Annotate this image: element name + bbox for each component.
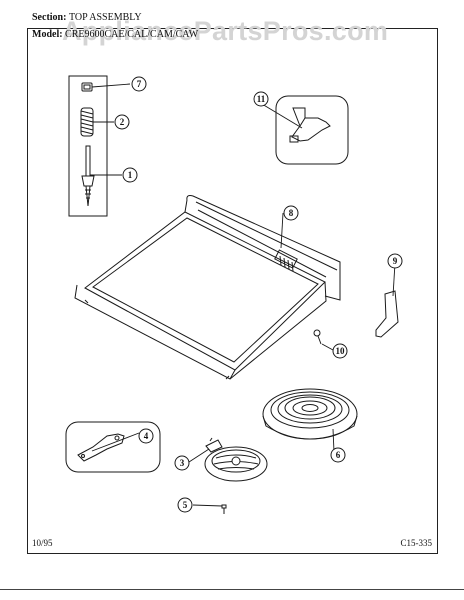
callout-11-label: 11 — [257, 94, 266, 104]
callout-4 — [138, 428, 154, 444]
callout-7 — [131, 76, 147, 92]
callout-5 — [177, 497, 193, 513]
spring-part — [80, 107, 94, 137]
small-element-part — [204, 437, 268, 482]
leader-lines — [90, 83, 396, 507]
callout-1-label: 1 — [128, 170, 133, 180]
callout-10 — [332, 343, 348, 359]
screw-part — [313, 329, 322, 345]
bottom-divider — [0, 589, 464, 590]
callout-7-label: 7 — [137, 79, 142, 89]
section-heading: Section: TOP ASSEMBLY — [32, 12, 142, 23]
callout-2 — [114, 114, 130, 130]
side-trim-part — [375, 290, 399, 338]
model-number: CRE9600CAE/CAL/CAM/CAW — [65, 29, 199, 40]
bracket-bottom-box — [65, 421, 161, 473]
shaft-part — [81, 145, 95, 207]
callout-5-label: 5 — [183, 500, 188, 510]
bracket-part — [289, 107, 331, 143]
page-code: C15-335 — [400, 538, 433, 548]
diagram-frame — [27, 28, 438, 554]
callout-1 — [122, 167, 138, 183]
insert-part — [81, 82, 93, 92]
large-element-part — [262, 388, 358, 440]
section-title: TOP ASSEMBLY — [68, 12, 142, 23]
callout-3 — [174, 455, 190, 471]
callout-9 — [387, 253, 403, 269]
callout-6 — [330, 447, 346, 463]
callout-8 — [283, 205, 299, 221]
element-screw-part — [221, 504, 227, 514]
callout-9-label: 9 — [393, 256, 398, 266]
watermark: AppliancePartsPros.com — [62, 16, 389, 46]
callout-2-label: 2 — [120, 117, 125, 127]
callout-11 — [253, 91, 269, 107]
callout-8-label: 8 — [289, 208, 294, 218]
section-label: Section: — [32, 12, 67, 23]
callout-10-label: 10 — [336, 346, 346, 356]
callout-4-label: 4 — [144, 431, 149, 441]
main-top-part — [74, 195, 341, 380]
callout-6-label: 6 — [336, 450, 341, 460]
knob-parts-box — [68, 75, 108, 217]
bracket-parts-box — [275, 95, 349, 165]
revision-date: 10/95 — [32, 538, 53, 548]
callout-3-label: 3 — [180, 458, 185, 468]
model-label: Model: — [32, 29, 63, 40]
model-heading: Model: CRE9600CAE/CAL/CAM/CAW — [32, 29, 198, 40]
